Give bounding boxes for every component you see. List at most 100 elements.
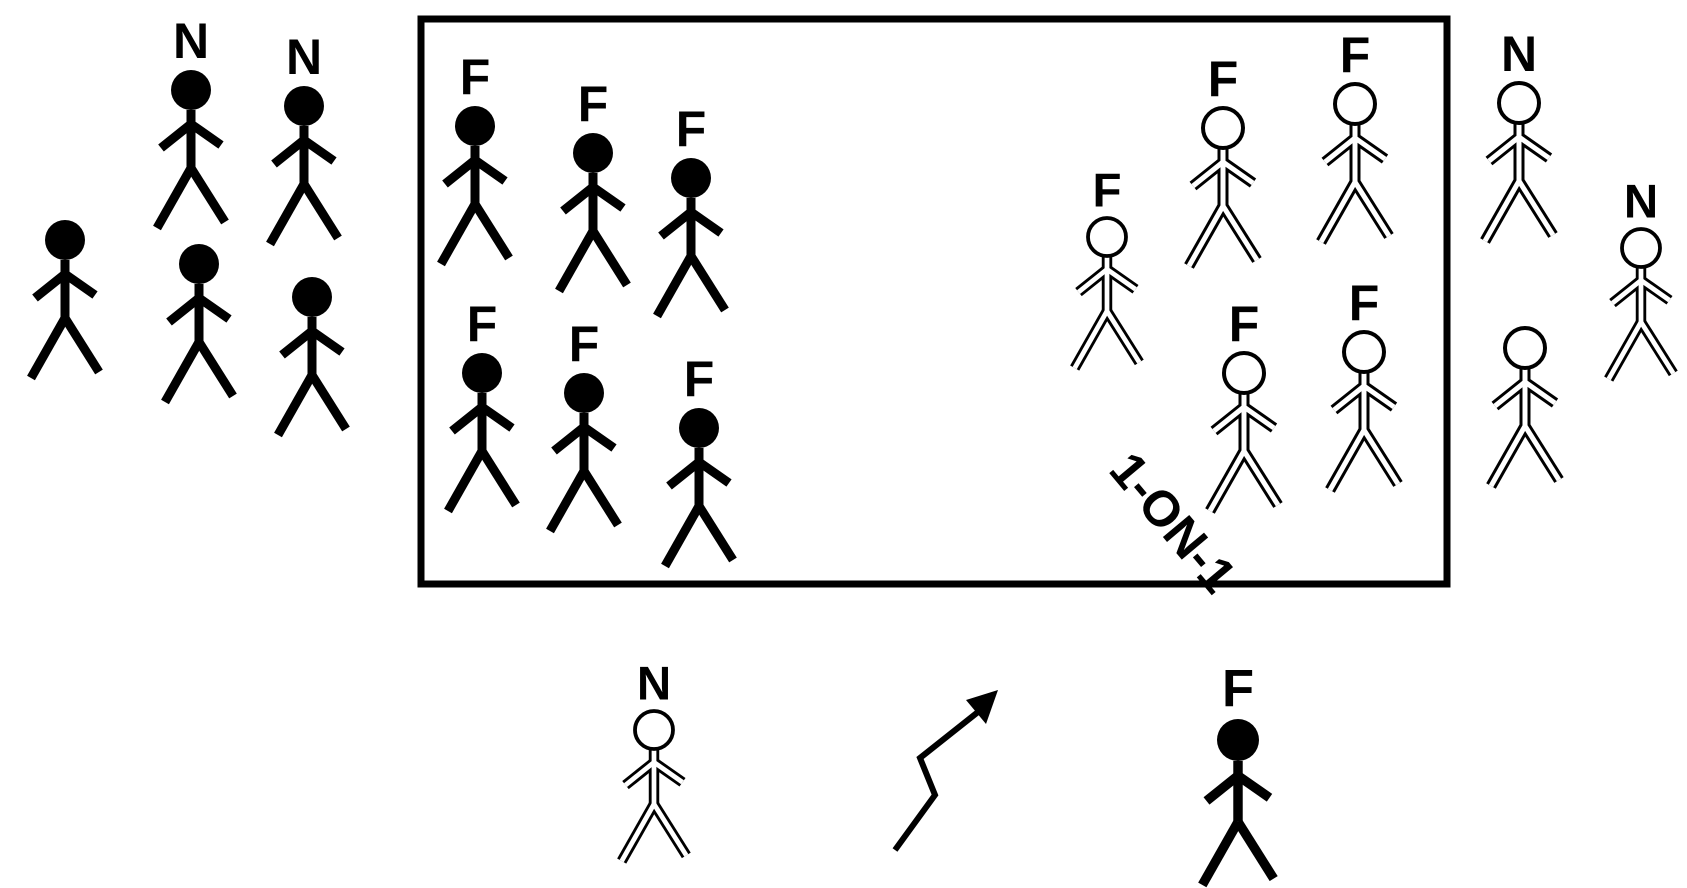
figure-limb — [191, 168, 225, 222]
neutral-label: N — [1624, 176, 1658, 229]
outline-stick-figure: F — [1321, 27, 1389, 242]
fact-label: F — [1208, 51, 1239, 107]
figure-limb — [65, 318, 99, 372]
solid-stick-figure: F — [1202, 659, 1273, 884]
figure-head — [564, 373, 604, 413]
outline-stick-figure: N — [1609, 176, 1674, 380]
figure-limb — [165, 342, 199, 402]
figures-layer: N N F F F F F F F F F F F N N N F — [31, 13, 1673, 885]
figure-limb-fill — [1321, 182, 1355, 242]
solid-stick-figure: F — [448, 296, 516, 511]
fact-label: F — [578, 76, 609, 132]
fact-label: F — [676, 101, 707, 157]
figure-limb-fill — [1075, 311, 1107, 368]
figure-limb — [584, 471, 618, 525]
solid-stick-figure: F — [665, 351, 733, 566]
figure-limb-fill — [1485, 181, 1519, 241]
solid-stick-figure: N — [270, 29, 338, 244]
figure-head — [462, 353, 502, 393]
one-on-one-label: 1-ON-1 — [1099, 442, 1247, 604]
fact-label: F — [460, 49, 491, 105]
neutral-label: N — [286, 29, 322, 85]
figure-head — [573, 133, 613, 173]
figure-head — [171, 70, 211, 110]
neutral-label: N — [637, 658, 671, 711]
figure-head — [1224, 353, 1264, 393]
figure-head — [1505, 328, 1545, 368]
figure-head — [1217, 719, 1259, 761]
movement-arrow — [895, 690, 998, 850]
figure-limb-fill — [1223, 206, 1257, 260]
figure-limb-fill — [1491, 426, 1525, 486]
figure-limb — [559, 231, 593, 291]
figure-limb-fill — [654, 804, 686, 855]
neutral-label: N — [173, 13, 209, 69]
figure-limb — [270, 184, 304, 244]
figure-limb-fill — [1189, 206, 1223, 266]
figure-limb — [1202, 822, 1238, 885]
figure-limb — [448, 451, 482, 511]
outline-stick-figure: F — [1210, 296, 1278, 511]
figure-limb — [1238, 822, 1274, 879]
figure-limb — [665, 506, 699, 566]
figure-head — [671, 158, 711, 198]
figure-limb-fill — [1641, 322, 1673, 373]
figure-limb-fill — [1107, 311, 1139, 362]
fact-label: F — [1092, 165, 1121, 218]
figure-limb — [657, 256, 691, 316]
outline-stick-figure: F — [1189, 51, 1257, 266]
figure-limb-fill — [1525, 426, 1559, 480]
one-on-one-text: 1-ON-1 — [1099, 442, 1247, 604]
outline-stick-figure — [1491, 328, 1559, 486]
figure-limb — [278, 375, 312, 435]
figure-limb — [550, 471, 584, 531]
figure-limb-fill — [622, 804, 654, 861]
solid-stick-figure: F — [550, 316, 618, 531]
solid-stick-figure — [31, 220, 99, 378]
figure-head — [679, 408, 719, 448]
solid-stick-figure — [278, 277, 346, 435]
fact-label: F — [467, 296, 498, 352]
fact-label: F — [684, 351, 715, 407]
figure-limb-fill — [1609, 322, 1641, 379]
figure-limb — [482, 451, 516, 505]
fact-label: F — [1349, 275, 1380, 331]
figure-head — [292, 277, 332, 317]
solid-stick-figure: F — [441, 49, 509, 264]
figure-limb — [441, 204, 475, 264]
figure-limb — [593, 231, 627, 285]
fact-label: F — [1222, 659, 1254, 718]
figure-limb — [199, 342, 233, 396]
figure-limb — [304, 184, 338, 238]
outline-stick-figure: F — [1330, 275, 1398, 490]
figure-limb — [699, 506, 733, 560]
figure-limb-fill — [1244, 451, 1278, 505]
figure-head — [455, 106, 495, 146]
meeting-box — [421, 19, 1447, 584]
figure-limb — [157, 168, 191, 228]
solid-stick-figure: N — [157, 13, 225, 228]
figure-head — [1344, 332, 1384, 372]
figure-head — [284, 86, 324, 126]
figure-head — [1335, 84, 1375, 124]
figure-limb-fill — [1330, 430, 1364, 490]
figure-limb — [312, 375, 346, 429]
figure-head — [179, 244, 219, 284]
figure-limb-fill — [1355, 182, 1389, 236]
fact-label: F — [569, 316, 600, 372]
figure-head — [1203, 108, 1243, 148]
figure-head — [635, 711, 673, 749]
figure-limb — [691, 256, 725, 310]
neutral-label: N — [1501, 26, 1537, 82]
outline-stick-figure: N — [1485, 26, 1553, 241]
solid-stick-figure: F — [657, 101, 725, 316]
fact-label: F — [1229, 296, 1260, 352]
figure-head — [1088, 218, 1126, 256]
figure-head — [1499, 83, 1539, 123]
fact-label: F — [1340, 27, 1371, 83]
outline-stick-figure: N — [622, 658, 687, 862]
figure-head — [45, 220, 85, 260]
figure-limb — [31, 318, 65, 378]
figure-head — [1622, 229, 1660, 267]
